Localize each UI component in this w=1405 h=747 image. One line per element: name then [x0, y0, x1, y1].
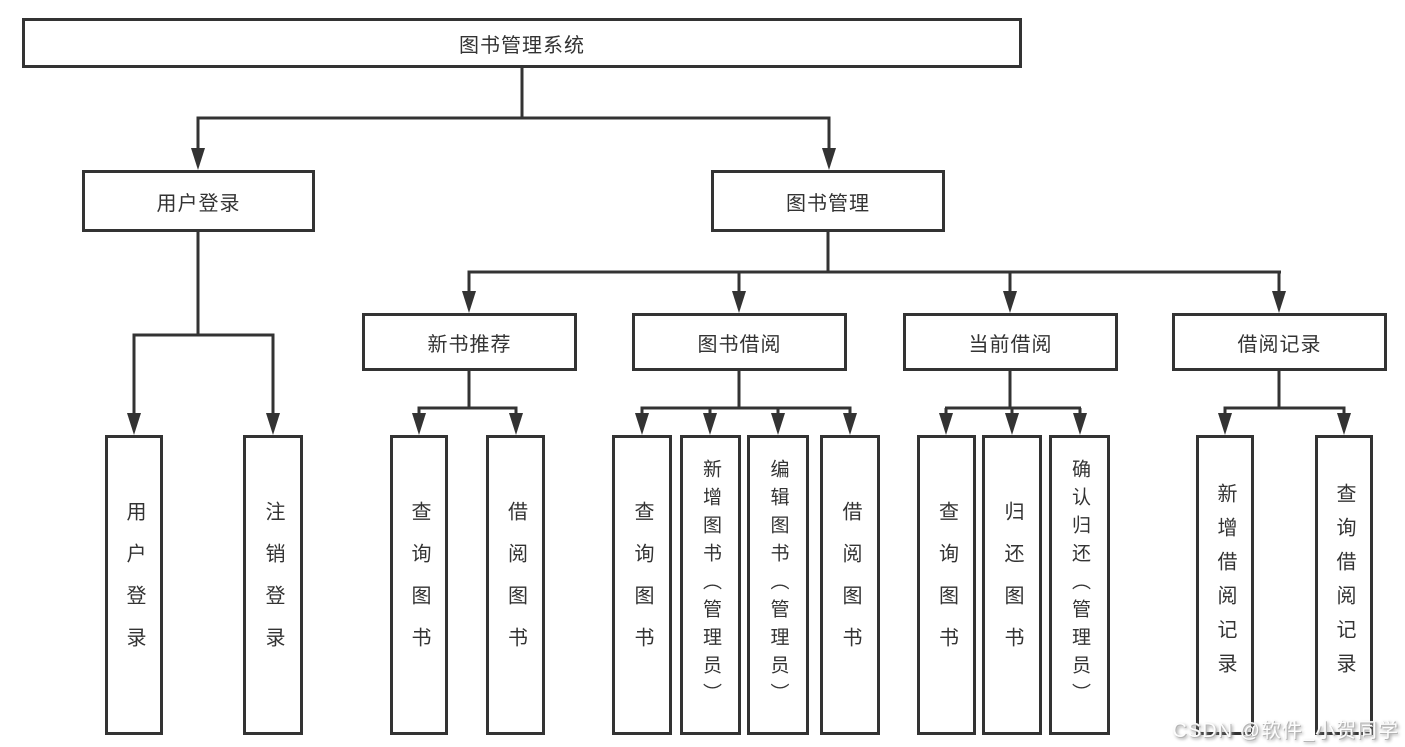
node-label: 当前借阅 [968, 333, 1053, 356]
leaf-label: 确认归还（管理员） [1069, 459, 1090, 711]
leaf-label: 借阅图书 [504, 501, 527, 669]
node-user-login-branch: 用户登录 [82, 170, 315, 232]
leaf-label: 新增借阅记录 [1214, 483, 1236, 687]
leaf-label: 查询图书 [408, 501, 430, 669]
node-label: 图书管理系统 [459, 34, 585, 57]
leaf-label: 归还图书 [1001, 501, 1023, 669]
node-section-book-borrow: 图书借阅 [632, 313, 847, 371]
node-section-current-borrow: 当前借阅 [903, 313, 1118, 371]
leaf-label: 新增图书（管理员） [700, 459, 721, 711]
node-label: 新书推荐 [427, 333, 512, 356]
leaf-query-books-1: 查询图书 [390, 435, 448, 735]
leaf-label: 查询借阅记录 [1333, 483, 1355, 687]
node-label: 图书管理 [786, 192, 870, 215]
leaf-logout: 注销登录 [243, 435, 303, 735]
leaf-label: 查询图书 [935, 501, 958, 669]
node-section-borrow-records: 借阅记录 [1172, 313, 1387, 371]
leaf-label: 用户登录 [123, 501, 145, 669]
leaf-edit-books-admin: 编辑图书（管理员） [747, 435, 809, 735]
leaf-query-borrow-record: 查询借阅记录 [1315, 435, 1373, 735]
leaf-add-borrow-record: 新增借阅记录 [1196, 435, 1254, 735]
leaf-return-books: 归还图书 [982, 435, 1042, 735]
leaf-user-login: 用户登录 [105, 435, 163, 735]
leaf-query-books-2: 查询图书 [612, 435, 672, 735]
node-root-system: 图书管理系统 [22, 18, 1022, 68]
node-book-management-branch: 图书管理 [711, 170, 945, 232]
leaf-query-books-3: 查询图书 [917, 435, 976, 735]
leaf-label: 查询图书 [631, 501, 653, 669]
leaf-label: 借阅图书 [839, 501, 861, 669]
leaf-label: 注销登录 [262, 501, 284, 669]
leaf-confirm-return-admin: 确认归还（管理员） [1049, 435, 1110, 735]
leaf-borrow-books-1: 借阅图书 [486, 435, 545, 735]
leaf-borrow-books-2: 借阅图书 [820, 435, 880, 735]
node-section-new-book-recommend: 新书推荐 [362, 313, 577, 371]
node-label: 借阅记录 [1237, 333, 1322, 356]
node-label: 用户登录 [156, 192, 241, 215]
node-label: 图书借阅 [697, 333, 782, 356]
leaf-label: 编辑图书（管理员） [767, 459, 789, 711]
leaf-add-books-admin: 新增图书（管理员） [680, 435, 741, 735]
